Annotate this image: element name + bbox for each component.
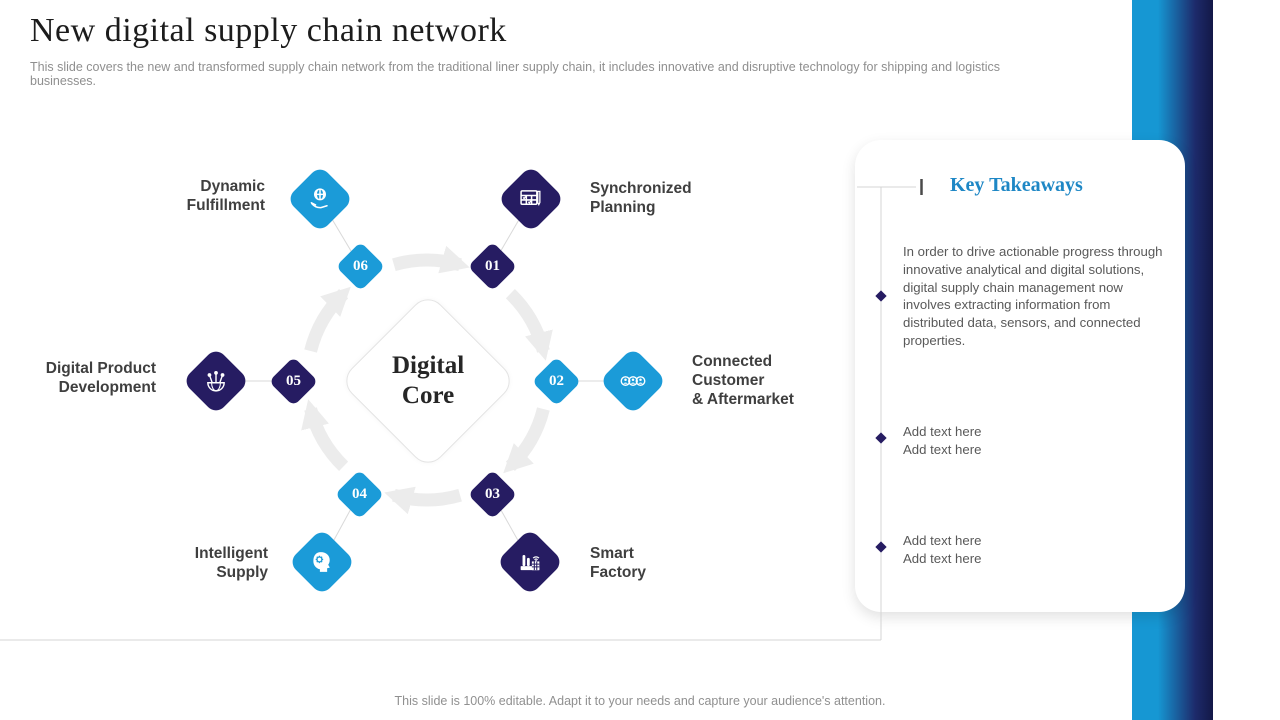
page-title: New digital supply chain network	[30, 12, 507, 49]
node-icon-diamond-05	[182, 347, 250, 415]
node-number-badge-05: 05	[268, 356, 318, 406]
node-number: 04	[351, 485, 367, 502]
head-gear-icon	[308, 548, 336, 576]
node-number-badge-06: 06	[335, 241, 385, 291]
node-number-badge-04: 04	[334, 469, 384, 519]
node-label-intelligent-supply: Intelligent Supply	[194, 545, 268, 581]
digital-core-label: Digital Core	[391, 352, 465, 409]
node-label-digital-product-development: Digital Product Development	[45, 360, 156, 396]
key-takeaways-title: Key Takeaways	[950, 174, 1083, 196]
takeaway-bullet-1: In order to drive actionable progress th…	[903, 244, 1163, 348]
node-number: 05	[285, 372, 301, 389]
node-icon-diamond-03	[496, 528, 564, 596]
smart-factory-icon	[516, 548, 544, 576]
node-number-badge-02: 02	[531, 356, 581, 406]
node-icon-diamond-06	[286, 165, 354, 233]
digital-core-diamond: Digital Core	[338, 291, 518, 471]
network-globe-icon	[202, 367, 230, 395]
footer-note: This slide is 100% editable. Adapt it to…	[394, 694, 886, 708]
calendar-planning-icon	[517, 185, 545, 213]
connected-customers-icon	[618, 366, 648, 396]
node-number-badge-03: 03	[467, 469, 517, 519]
node-label-smart-factory: Smart Factory	[590, 545, 646, 581]
node-number: 02	[548, 372, 564, 389]
node-number: 06	[352, 257, 368, 274]
node-icon-diamond-01	[497, 165, 565, 233]
node-number: 03	[484, 485, 500, 502]
node-label-dynamic-fulfillment: Dynamic Fulfillment	[186, 178, 265, 214]
takeaway-bullet-3: Add text here Add text here	[903, 533, 982, 566]
globe-hand-icon	[306, 185, 334, 213]
slide-subtitle: This slide covers the new and transforme…	[30, 60, 1000, 88]
takeaway-bullet-2: Add text here Add text here	[903, 424, 982, 457]
node-icon-diamond-04	[288, 528, 356, 596]
key-takeaways-card	[855, 140, 1185, 612]
node-label-connected-customer: Connected Customer & Aftermarket	[692, 353, 794, 408]
node-number-badge-01: 01	[467, 241, 517, 291]
node-number: 01	[484, 257, 500, 274]
node-label-synchronized-planning: Synchronized Planning	[590, 180, 692, 216]
node-icon-diamond-02	[599, 347, 667, 415]
